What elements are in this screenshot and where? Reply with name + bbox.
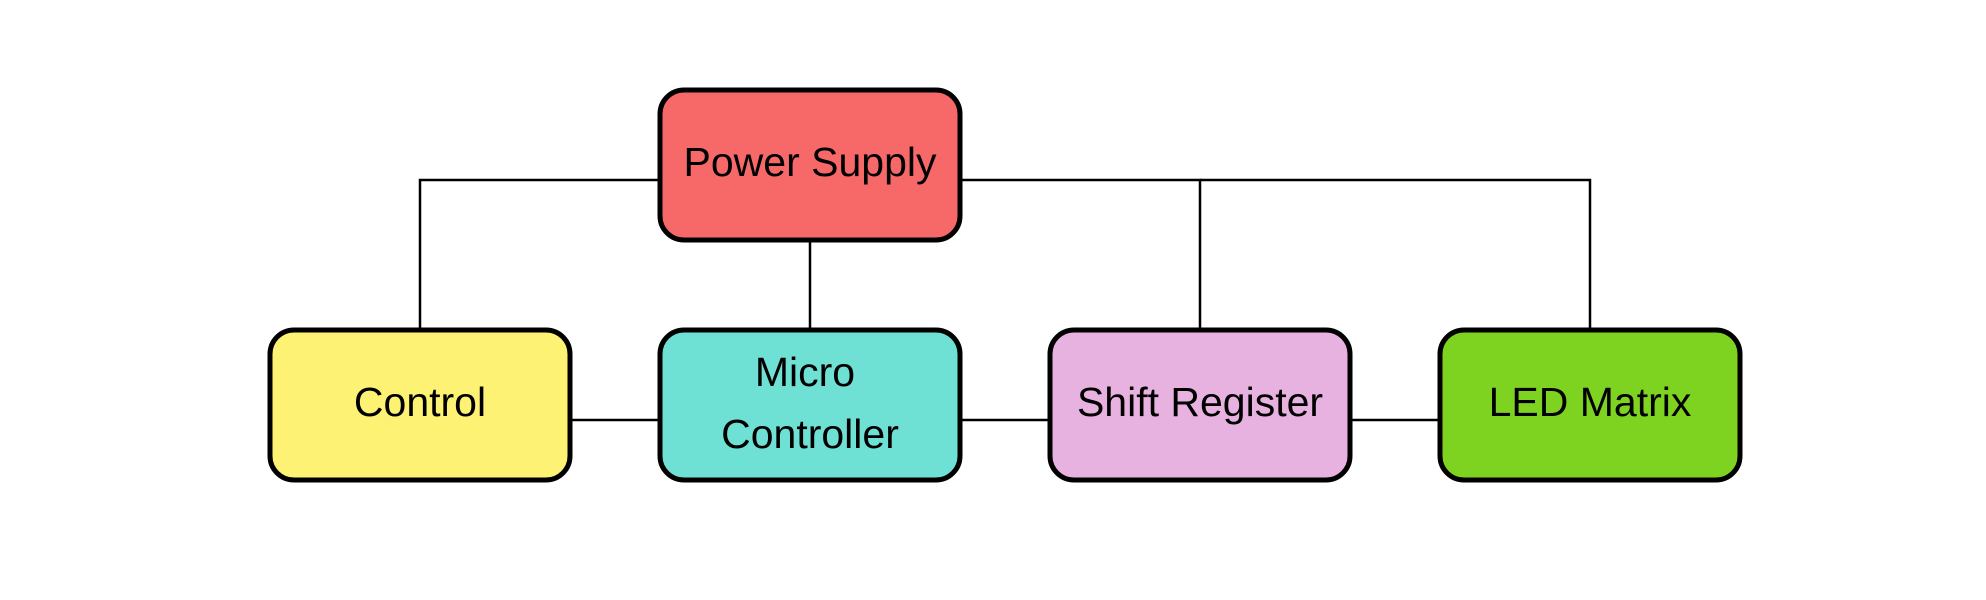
node-power-supply: Power Supply xyxy=(657,87,963,243)
node-power-supply-label: Power Supply xyxy=(684,139,937,185)
node-control-label: Control xyxy=(354,379,486,425)
node-led-matrix-box xyxy=(1437,327,1743,483)
node-control: Control xyxy=(267,327,573,483)
node-shift-register: Shift Register xyxy=(1047,327,1353,483)
node-power-supply-box xyxy=(657,87,963,243)
edge-power-supply-control xyxy=(418,178,658,330)
node-led-matrix-label: LED Matrix xyxy=(1489,379,1692,425)
node-micro-controller-label-line-1: Micro xyxy=(755,349,855,395)
node-micro-controller-label-line-2: Controller xyxy=(721,411,899,457)
node-micro-controller-box xyxy=(657,327,963,483)
edge-power-supply-shift-register xyxy=(962,178,1202,330)
node-shift-register-label: Shift Register xyxy=(1077,379,1323,425)
node-led-matrix: LED Matrix xyxy=(1437,327,1743,483)
node-micro-controller: Micro Controller xyxy=(657,327,963,483)
node-control-box xyxy=(267,327,573,483)
node-shift-register-box xyxy=(1047,327,1353,483)
connectors xyxy=(418,178,1592,422)
edge-power-supply-led-matrix xyxy=(1200,178,1592,330)
